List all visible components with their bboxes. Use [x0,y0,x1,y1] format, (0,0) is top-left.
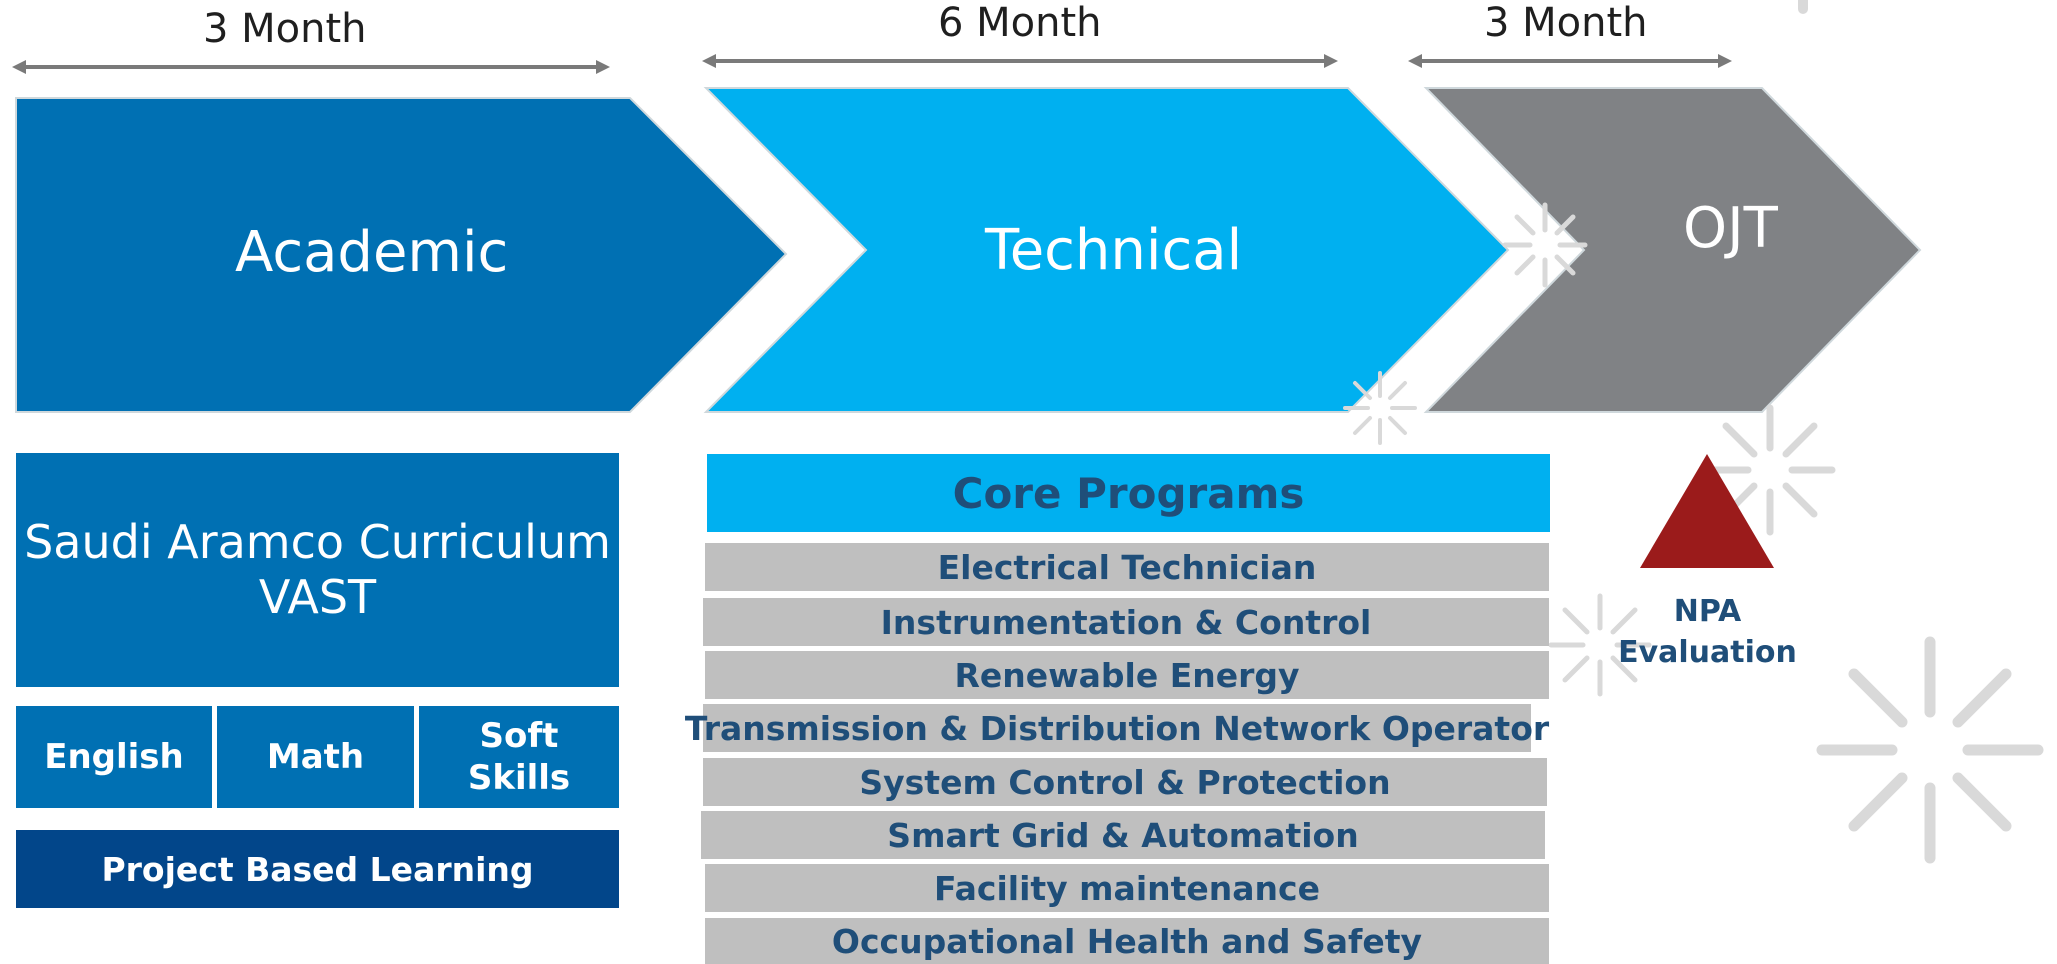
burst-icon [1502,202,1588,288]
burst-icon [1548,593,1652,697]
program-row: System Control & Protection [703,758,1547,806]
program-row: Occupational Health and Safety [705,918,1549,964]
duration-arrows [12,54,1732,74]
phase-technical-label: Technical [985,218,1243,283]
subject-soft-skills: Soft Skills [419,706,619,808]
program-row: Electrical Technician [705,543,1549,591]
technical-chevron [703,87,1510,413]
npa-triangle-icon [1640,454,1774,568]
program-row: Smart Grid & Automation [701,811,1545,859]
curriculum-box: Saudi Aramco Curriculum VAST [16,453,619,687]
academic-chevron [15,97,788,413]
burst-icon [1343,371,1417,445]
burst-fragment-icon [1798,0,1808,14]
program-row: Instrumentation & Control [703,598,1549,646]
phase-academic-label: Academic [235,220,509,285]
program-row: Facility maintenance [705,864,1549,912]
subject-math: Math [217,706,414,808]
project-based-learning: Project Based Learning [16,830,619,908]
duration-ojt: 3 Month [1484,0,1648,46]
core-programs-header: Core Programs [707,454,1550,532]
program-row: Transmission & Distribution Network Oper… [685,704,1549,752]
program-row: Renewable Energy [705,651,1549,699]
ojt-chevron [1423,87,1922,413]
curriculum-subtitle: VAST [258,570,377,624]
duration-academic: 3 Month [203,6,367,52]
burst-icon [1816,636,2044,864]
curriculum-title: Saudi Aramco Curriculum [24,514,611,569]
evaluation-label: Evaluation [1618,634,1797,670]
subject-english: English [16,706,212,808]
phase-ojt-label: OJT [1683,196,1778,261]
npa-label: NPA [1673,594,1742,629]
duration-technical: 6 Month [938,0,1102,46]
burst-icon [1704,404,1836,536]
npa-evaluation: NPA Evaluation [1600,592,1815,673]
